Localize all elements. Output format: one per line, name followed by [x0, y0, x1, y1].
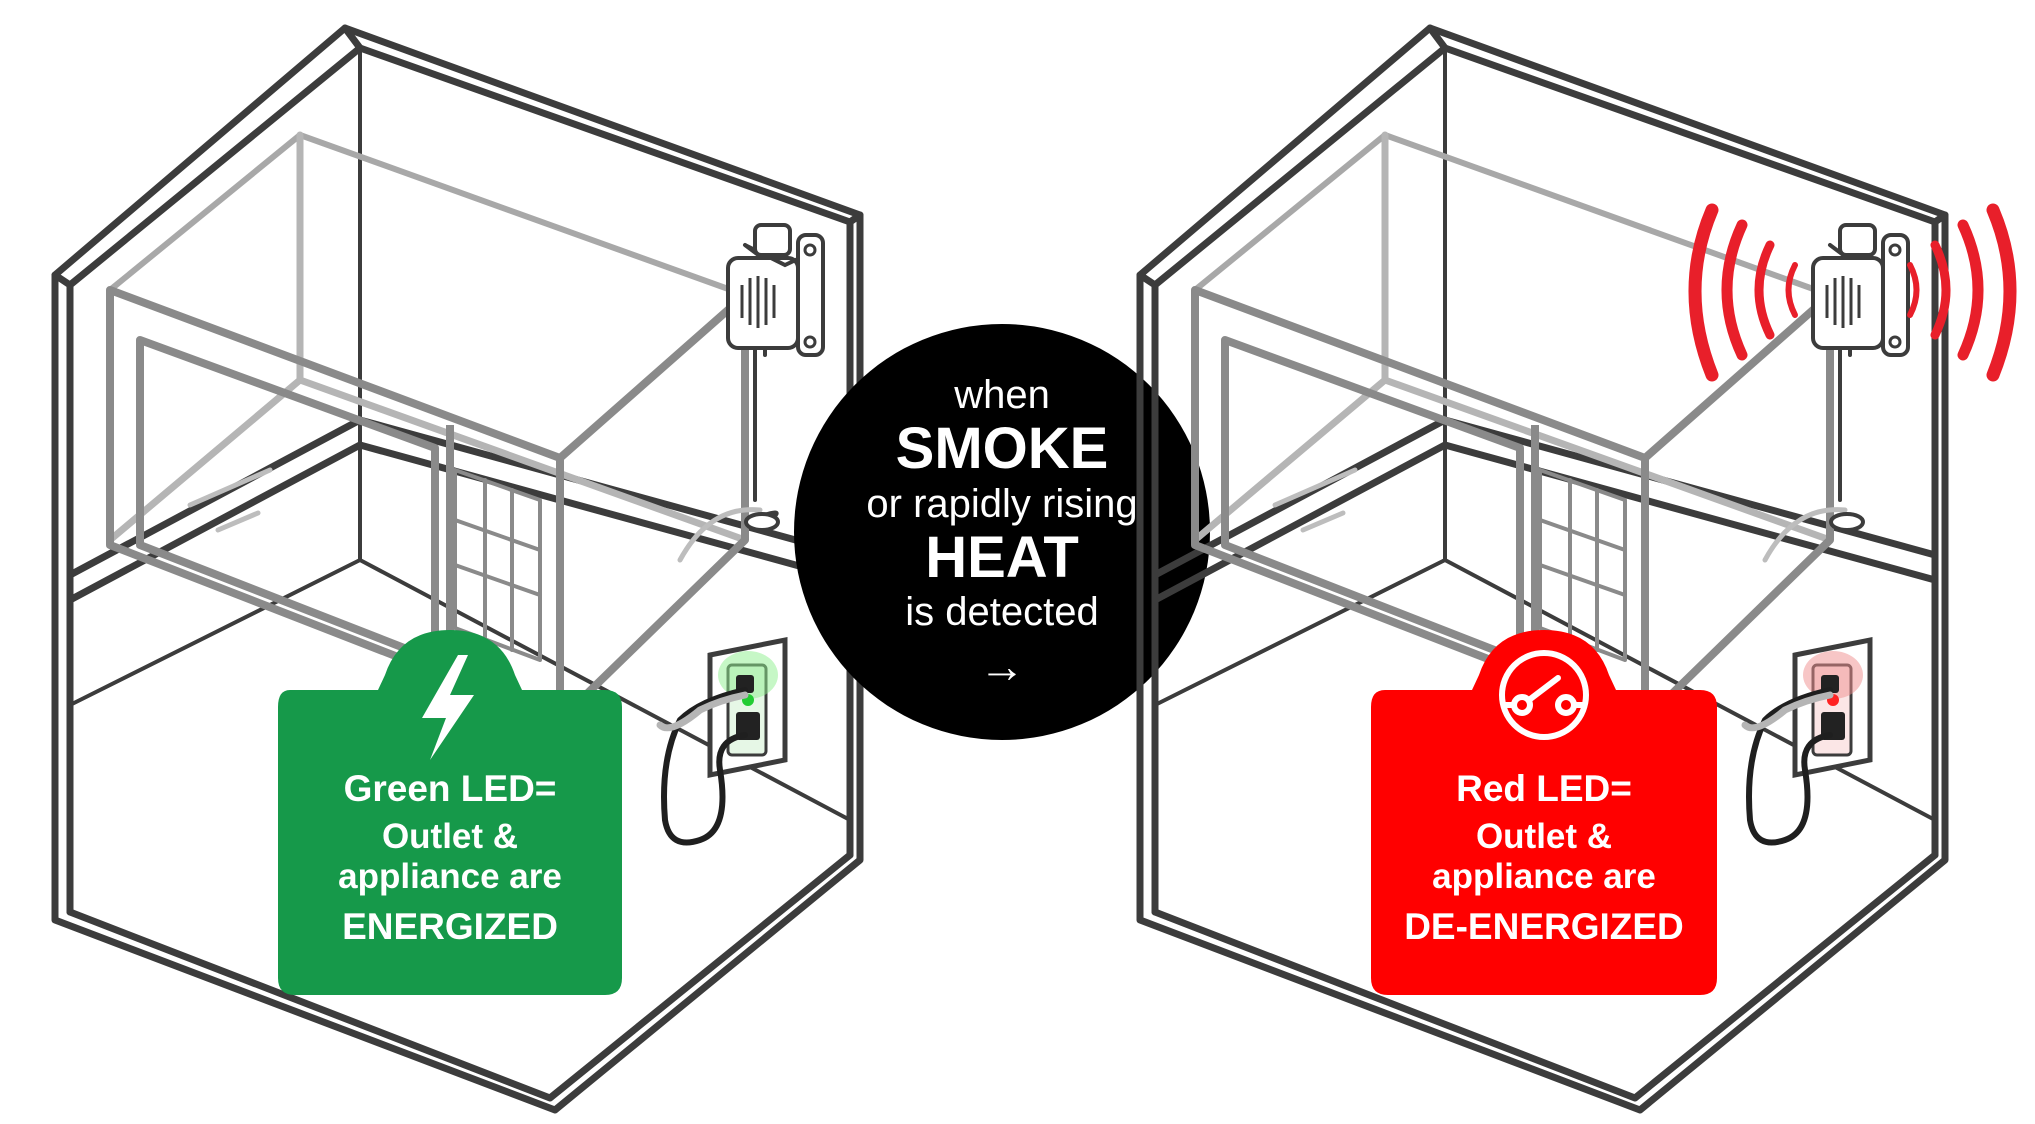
center-line-smoke: SMOKE: [895, 416, 1109, 481]
alarm-sound-waves-icon: [1688, 203, 2017, 382]
left-led-body-line2: appliance are: [338, 856, 562, 896]
green-led-title: Green LED=: [343, 768, 557, 809]
left-cabinet: [51, 24, 864, 1114]
open-switch-icon: [1499, 650, 1589, 740]
left-led-text: Green LED= Outlet & appliance are ENERGI…: [278, 768, 622, 947]
red-led-title: Red LED=: [1456, 768, 1632, 809]
center-circle: [794, 324, 1210, 740]
left-detector-device: [726, 223, 825, 532]
green-led-badge: [278, 630, 622, 995]
de-energized-state-label: DE-ENERGIZED: [1404, 905, 1684, 947]
lightning-bolt-icon: [422, 655, 474, 760]
center-message: when SMOKE or rapidly rising HEAT is det…: [792, 372, 1212, 692]
left-led-body-line1: Outlet &: [381, 817, 519, 857]
right-cabinet: [1136, 24, 2017, 1114]
right-detector-device: [1811, 223, 1910, 532]
red-led-badge: [1371, 630, 1717, 995]
center-line-detected: is detected: [905, 590, 1099, 635]
right-led-text: Red LED= Outlet & appliance are DE-ENERG…: [1371, 768, 1717, 947]
right-led-body-line1: Outlet &: [1475, 817, 1613, 857]
right-microwave: [1191, 131, 1848, 724]
center-line-when: when: [954, 373, 1050, 417]
energized-state-label: ENERGIZED: [342, 905, 558, 947]
center-line-rising: or rapidly rising: [866, 481, 1138, 526]
right-arrow-icon: →: [979, 640, 1025, 693]
center-line-heat: HEAT: [925, 524, 1079, 590]
right-led-body-line2: appliance are: [1432, 856, 1656, 896]
